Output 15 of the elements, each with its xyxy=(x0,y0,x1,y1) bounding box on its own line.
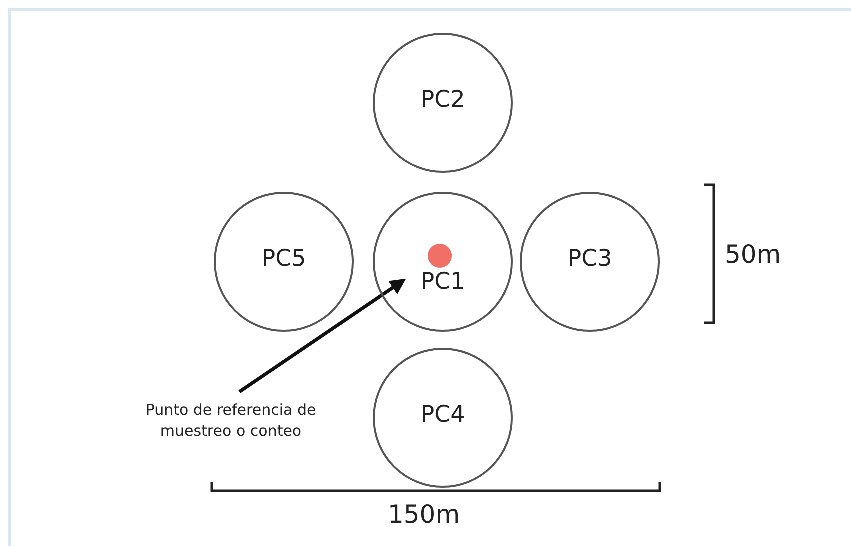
dimension-label: 50m xyxy=(725,240,782,269)
plot-circle xyxy=(373,192,513,332)
dimension-label: 150m xyxy=(388,500,460,529)
plot-label: PC2 xyxy=(420,87,466,113)
reference-point xyxy=(428,244,452,268)
plot-circle xyxy=(373,348,513,488)
plot-circle xyxy=(214,192,354,332)
annotation-text: Punto de referencia de muestreo o conteo xyxy=(145,400,317,442)
plot-circle xyxy=(373,33,513,173)
plot-label: PC4 xyxy=(420,402,466,428)
plot-label: PC1 xyxy=(420,269,466,295)
plot-label: PC5 xyxy=(260,246,308,272)
leader-arrow xyxy=(238,278,406,394)
plot-circle xyxy=(520,192,660,332)
plot-label: PC3 xyxy=(566,246,614,272)
